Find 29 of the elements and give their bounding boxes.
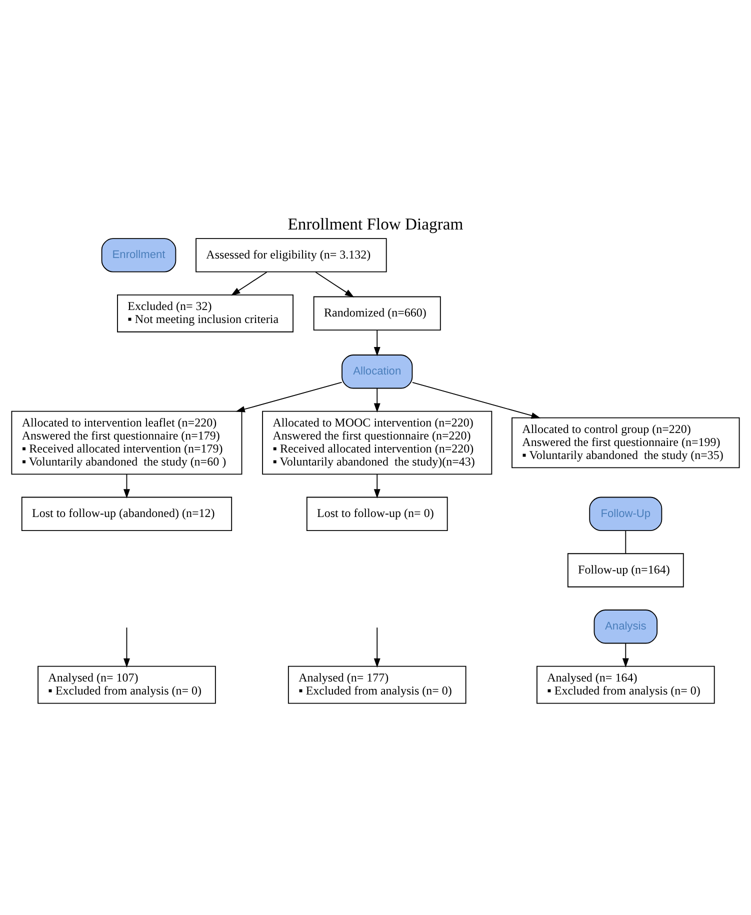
arrow: [315, 271, 354, 297]
node-box: Enrollment: [101, 238, 176, 272]
arrow: [622, 642, 629, 667]
node-box: Follow-up (n=164): [567, 552, 684, 587]
arrow: [374, 626, 380, 668]
node-box: Lost to follow-up (abandoned) (n=12): [21, 496, 232, 530]
node-box: Analysed (n= 164) ▪ Excluded from analysis (n= 0): [536, 665, 715, 704]
node-box: Allocation: [342, 354, 413, 388]
arrow: [374, 473, 380, 498]
node-box: Allocated to control group (n=220) Answered the first questionnaire (n=199) ▪ Voluntarily abandoned the study (n=35): [512, 416, 740, 468]
arrow: [124, 626, 130, 668]
node-box: Lost to follow-up (n= 0): [306, 496, 448, 530]
node-box: Assessed for eligibility (n= 3.132): [196, 238, 387, 272]
arrow: [124, 473, 130, 498]
node-box: Excluded (n= 32) ▪ Not meeting inclusion criteria: [117, 294, 294, 332]
arrow: [374, 329, 380, 356]
node-box: Analysis: [594, 609, 658, 644]
connector: [625, 530, 626, 554]
arrow: [374, 387, 380, 412]
node-box: Analysed (n= 107) ▪ Excluded from analysis (n= 0): [38, 665, 216, 704]
node-box: Allocated to intervention leaflet (n=220) Answered the first questionnaire (n=179) ▪ Received allocated intervention (n=179) ▪ Voluntarily abandoned the study (n=60 ): [11, 410, 242, 474]
node-box: Follow-Up: [589, 496, 662, 530]
arrow: [236, 381, 342, 412]
node-box: Randomized (n=660): [313, 296, 441, 330]
diagram-title: Enrollment Flow Diagram: [288, 214, 464, 234]
node-box: Analysed (n= 177) ▪ Excluded from analysis (n= 0): [288, 665, 466, 704]
node-box: Allocated to MOOC intervention (n=220) Answered the first questionnaire (n=220) ▪ Received allocated intervention (n=220) ▪ Voluntarily abandoned the study)(n=43): [262, 410, 492, 474]
arrow: [230, 271, 268, 296]
arrow: [412, 381, 541, 418]
